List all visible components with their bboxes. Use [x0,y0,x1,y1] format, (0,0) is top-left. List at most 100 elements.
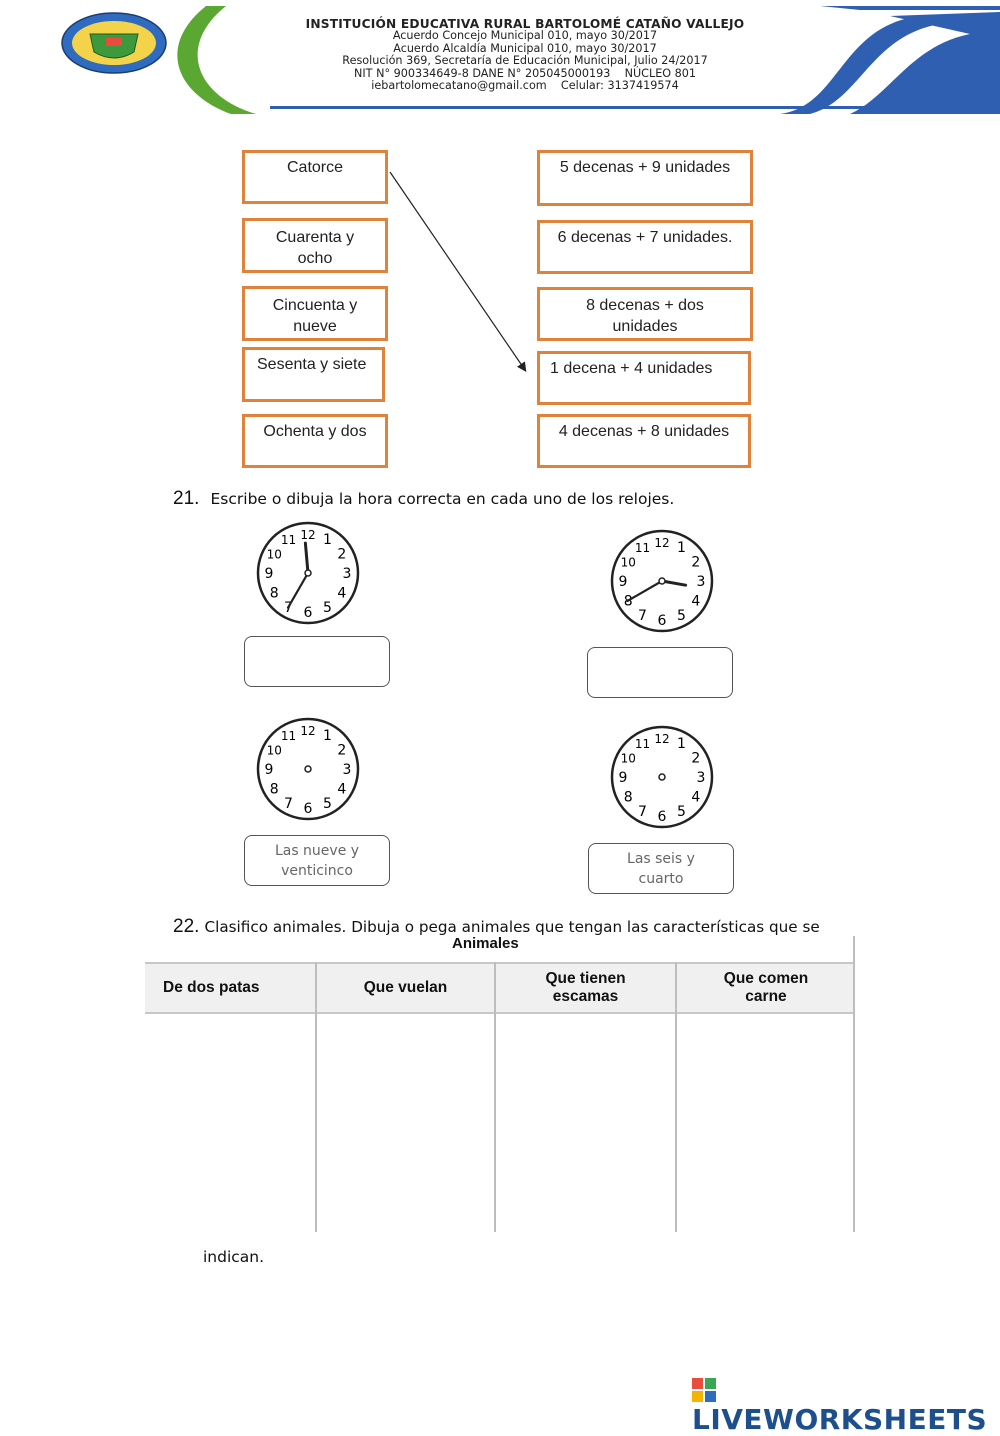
clock-number: 4 [337,782,346,798]
header-blue-swoosh [780,6,1000,114]
liveworksheets-brand: LIVEWORKSHEETS [692,1403,988,1436]
clock-number: 5 [323,600,332,616]
match-left-2[interactable]: Cuarenta y ocho [242,218,388,273]
clock-number: 3 [343,762,352,778]
clock-number: 1 [677,540,686,556]
clock-number: 2 [337,743,346,759]
clock-number: 7 [638,804,647,820]
match-left-5[interactable]: Ochenta y dos [242,414,388,468]
clock-number: 2 [691,751,700,767]
clock-center [304,569,312,577]
match-right-2[interactable]: 6 decenas + 7 unidades. [537,220,753,274]
clock-hand [286,571,310,609]
time-answer-box-4[interactable]: Las seis y cuarto [588,843,734,894]
clock-number: 10 [621,556,636,570]
school-info-line: Resolución 369, Secretaría de Educación … [342,54,708,68]
table-border [145,962,855,964]
school-logo [60,12,168,74]
clock-number: 2 [337,547,346,563]
column-header-carnivores: Que comen carne [677,964,855,1012]
clock-number: 9 [619,770,628,786]
clock-number: 12 [300,724,315,738]
school-info: INSTITUCIÓN EDUCATIVA RURAL BARTOLOMÉ CA… [270,18,780,92]
liveworksheets-logo: LIVEWORKSHEETS [692,1378,1000,1436]
clock-number: 8 [270,782,279,798]
clock-number: 6 [658,809,667,825]
table-border [675,962,677,1232]
clock-number: 6 [658,613,667,629]
time-answer-box-2[interactable] [587,647,733,698]
header-divider [270,106,1000,109]
school-name: INSTITUCIÓN EDUCATIVA RURAL BARTOLOMÉ CA… [305,17,745,31]
liveworksheets-logo-icon [692,1378,716,1402]
match-right-5[interactable]: 4 decenas + 8 unidades [537,414,751,468]
school-info-line: Acuerdo Concejo Municipal 010, mayo 30/2… [392,29,658,43]
clock-number: 8 [624,790,633,806]
match-left-4[interactable]: Sesenta y siete [242,347,385,402]
match-right-3[interactable]: 8 decenas + dos unidades [537,287,753,341]
question-number: 22. [173,916,200,937]
clock-number: 5 [323,796,332,812]
clock-number: 11 [635,737,650,751]
table-cell-carnivores[interactable] [677,1014,853,1232]
clock-center [658,773,666,781]
question-21: 21. Escribe o dibuja la hora correcta en… [173,488,674,510]
clock-number: 7 [284,796,293,812]
clock-center [304,765,312,773]
column-header-two-legs: De dos patas [145,964,315,1012]
question-text: Clasifico animales. Dibuja o pega animal… [204,918,820,936]
clock-number: 7 [638,608,647,624]
question-text: Escribe o dibuja la hora correcta en cad… [210,490,675,508]
table-border [853,936,855,1232]
table-cell-two-legs[interactable] [145,1014,315,1232]
clock-hand [626,579,664,603]
school-info-line: iebartolomecatano@gmail.com Celular: 313… [371,79,679,93]
clock-number: 10 [267,548,282,562]
question-number: 21. [173,488,200,509]
clock-number: 6 [304,801,313,817]
table-border [145,1012,855,1014]
match-arrow [389,171,527,372]
clock-number: 5 [677,608,686,624]
clock-number: 12 [654,732,669,746]
clock-number: 1 [323,728,332,744]
clock-number: 3 [697,574,706,590]
clock-number: 9 [619,574,628,590]
clock-number: 11 [281,533,296,547]
time-answer-box-3[interactable]: Las nueve y venticinco [244,835,390,886]
match-left-1[interactable]: Catorce [242,150,388,204]
clock-center [658,577,666,585]
table-border [494,962,496,1232]
school-info-line: Acuerdo Alcaldía Municipal 010, mayo 30/… [393,41,657,55]
question-22: 22. Clasifico animales. Dibuja o pega an… [173,916,893,938]
column-header-scales: Que tienen escamas [496,964,675,1012]
time-answer-box-1[interactable] [244,636,390,687]
match-right-4[interactable]: 1 decena + 4 unidades [537,351,751,405]
clock-number: 8 [270,586,279,602]
clock-number: 9 [265,762,274,778]
clock-number: 3 [697,770,706,786]
clock-hand [660,579,688,587]
clock-number: 11 [635,541,650,555]
match-right-1[interactable]: 5 decenas + 9 unidades [537,150,753,206]
table-cell-fly[interactable] [316,1014,494,1232]
column-header-fly: Que vuelan [317,964,494,1012]
clock-number: 3 [343,566,352,582]
clock-number: 11 [281,729,296,743]
clock-number: 5 [677,804,686,820]
clock-number: 4 [691,594,700,610]
clock-number: 12 [300,528,315,542]
clock-number: 12 [654,536,669,550]
clock-number: 4 [337,586,346,602]
clock-number: 6 [304,605,313,621]
clock-number: 2 [691,555,700,571]
match-left-3[interactable]: Cincuenta y nueve [242,286,388,341]
table-cell-scales[interactable] [496,1014,675,1232]
table-border [315,962,317,1232]
clock-number: 10 [267,744,282,758]
clock-number: 1 [677,736,686,752]
